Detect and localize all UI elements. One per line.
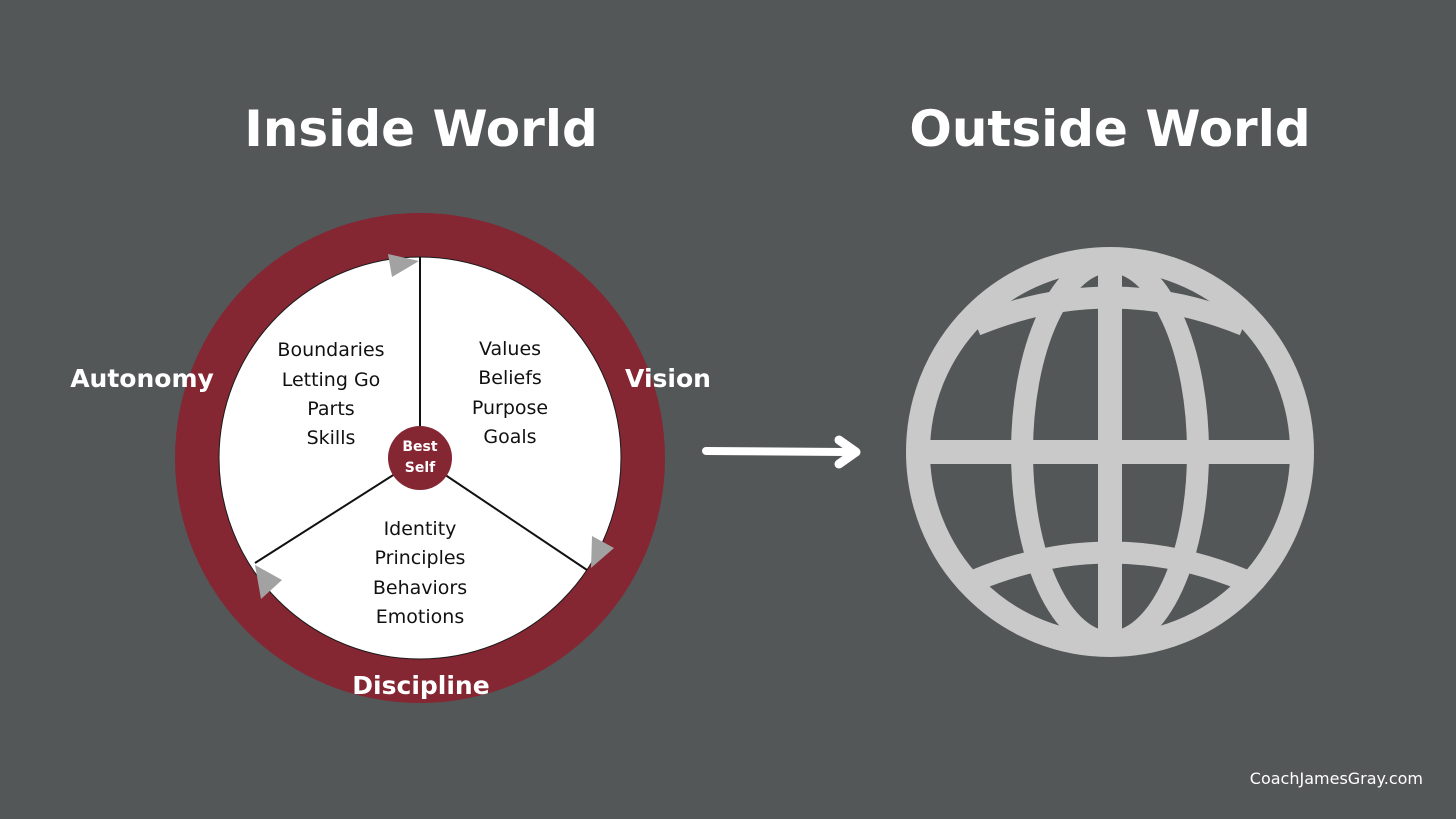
sector-right-text: Values Beliefs Purpose Goals <box>472 338 548 448</box>
sector-bottom-item: Emotions <box>376 606 464 628</box>
arrow-right-icon <box>702 435 861 469</box>
best-self-circle <box>388 426 452 490</box>
sector-right-item: Purpose <box>472 397 548 419</box>
sector-right-item: Goals <box>483 426 536 448</box>
best-self-line2: Self <box>405 460 436 476</box>
sector-bottom-item: Identity <box>384 518 457 540</box>
sector-left-item: Parts <box>307 398 354 420</box>
globe-latitude-bottom <box>971 541 1249 591</box>
ring-label-discipline: Discipline <box>352 671 489 700</box>
website-credit: CoachJamesGray.com <box>1249 769 1423 788</box>
inside-world-title: Inside World <box>244 100 598 158</box>
sector-bottom-text: Identity Principles Behaviors Emotions <box>373 518 467 628</box>
triangle-marker-top-icon <box>388 254 419 277</box>
inside-world-wheel: Autonomy Vision Discipline Boundaries Le… <box>70 213 711 703</box>
divider-bottom-right <box>419 457 588 571</box>
best-self-line1: Best <box>402 439 437 455</box>
outside-world-title: Outside World <box>909 100 1311 158</box>
divider-bottom-left <box>254 457 421 564</box>
ring-label-vision: Vision <box>625 364 711 393</box>
globe-icon <box>906 247 1314 657</box>
triangle-marker-left-icon <box>255 565 282 599</box>
ring-label-autonomy: Autonomy <box>70 364 214 393</box>
sector-left-item: Letting Go <box>282 369 381 391</box>
sector-left-item: Skills <box>307 427 356 449</box>
sector-left-item: Boundaries <box>277 339 384 361</box>
sector-bottom-item: Behaviors <box>373 577 467 599</box>
sector-right-item: Beliefs <box>478 367 542 389</box>
sector-left-text: Boundaries Letting Go Parts Skills <box>277 339 384 449</box>
sector-right-item: Values <box>479 338 541 360</box>
triangle-marker-right-icon <box>591 536 614 568</box>
globe-latitude-top <box>971 286 1249 336</box>
sector-bottom-item: Principles <box>375 547 466 569</box>
